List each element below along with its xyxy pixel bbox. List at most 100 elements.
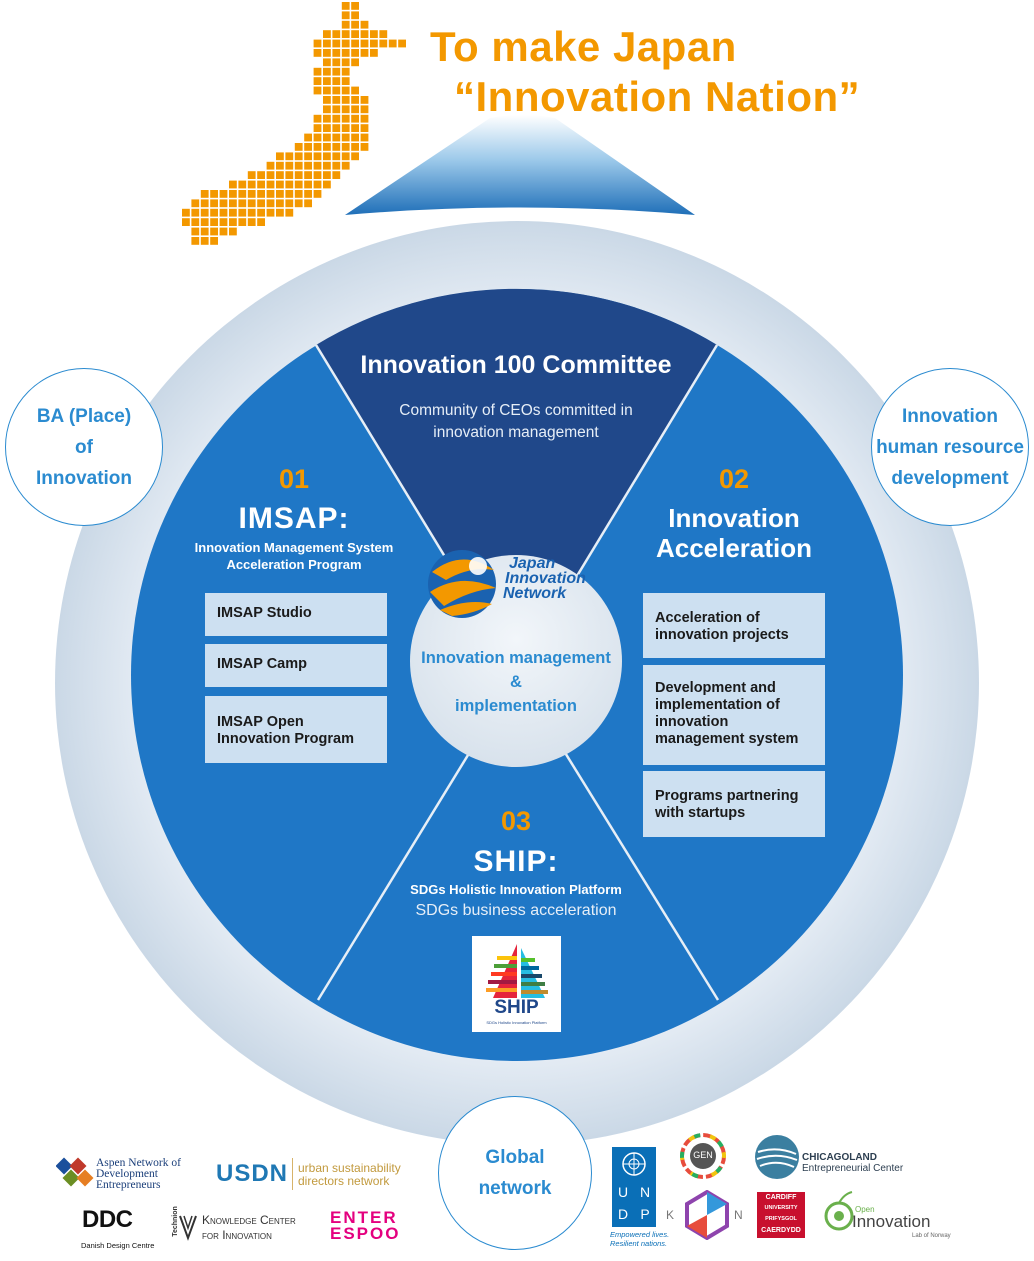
map-pixel (304, 152, 312, 161)
map-pixel (332, 161, 341, 170)
map-pixel (341, 58, 350, 67)
imsap-header: 01 IMSAP: Innovation Management System A… (160, 464, 428, 573)
map-pixel (360, 49, 369, 57)
map-pixel (341, 105, 350, 114)
ship-sail-icon (486, 944, 548, 998)
map-pixel (351, 2, 359, 10)
beam-triangle (345, 115, 695, 215)
map-pixel (191, 237, 200, 245)
accel-projects-l2: innovation projects (655, 627, 789, 643)
open-innovation-icon (824, 1191, 854, 1231)
cardiff-l2: UNIVERSITY (764, 1205, 798, 1211)
map-pixel (276, 171, 284, 179)
map-pixel (219, 227, 228, 236)
undp-logo: U N D P (612, 1147, 656, 1227)
un-emblem-icon (622, 1152, 646, 1176)
open-innovation-small: Open (855, 1205, 875, 1214)
map-pixel (257, 180, 265, 189)
map-pixel (332, 105, 341, 114)
ba-line3: Innovation (35, 467, 133, 489)
kci-l1: Knowledge Center (202, 1213, 296, 1227)
map-pixel (360, 20, 369, 29)
map-pixel (341, 86, 350, 95)
accel-system-l4: management system (655, 731, 799, 747)
imsap-sub1: Innovation Management System (194, 540, 394, 555)
map-pixel (370, 30, 378, 38)
imsap-item-open: IMSAP Open Innovation Program (205, 696, 387, 763)
map-pixel (210, 227, 218, 236)
map-pixel (238, 190, 247, 198)
map-pixel (191, 227, 200, 236)
map-pixel (276, 152, 284, 161)
map-pixel (332, 77, 341, 85)
map-pixel (247, 218, 256, 226)
map-pixel (313, 190, 322, 198)
ship-title: SHIP: (473, 845, 559, 878)
map-pixel (332, 152, 341, 161)
map-pixel (341, 39, 350, 48)
map-pixel (332, 39, 341, 48)
map-pixel (313, 49, 322, 57)
committee-sub2: innovation management (433, 424, 599, 441)
ship-sub1: SDGs Holistic Innovation Platform (410, 882, 622, 897)
jin-logo-l2: Innovation (505, 570, 586, 587)
gen-text: GEN (693, 1150, 713, 1160)
ship-number: 03 (500, 806, 532, 836)
map-pixel (210, 199, 218, 208)
map-pixel (323, 161, 331, 170)
map-pixel (323, 86, 331, 95)
map-pixel (341, 77, 350, 85)
map-pixel (285, 161, 294, 170)
map-pixel (219, 190, 228, 198)
map-pixel (285, 208, 294, 217)
map-pixel (341, 2, 350, 10)
acceleration-number: 02 (718, 464, 750, 494)
map-pixel (351, 20, 359, 29)
map-pixel (341, 67, 350, 76)
map-pixel (351, 114, 359, 123)
ship-logo-text: SHIP (494, 997, 539, 1018)
map-pixel (294, 171, 303, 179)
map-pixel (351, 86, 359, 95)
chicagoland-logo: CHICAGOLAND Entrepreneurial Center (802, 1152, 903, 1174)
map-pixel (360, 133, 369, 142)
kin-k: K (666, 1208, 675, 1222)
enter-espoo-logo: ENTER ESPOO (330, 1209, 400, 1242)
map-pixel (332, 143, 341, 151)
map-pixel (210, 218, 218, 226)
aspen-l1: Aspen Network of (96, 1157, 181, 1169)
map-pixel (332, 171, 341, 179)
map-pixel (351, 30, 359, 38)
global-line2: network (478, 1178, 552, 1199)
ship-header: 03 SHIP: SDGs Holistic Innovation Platfo… (356, 806, 676, 923)
map-pixel (266, 190, 275, 198)
map-pixel (247, 208, 256, 217)
map-pixel (332, 86, 341, 95)
headline: To make Japan “Innovation Nation” (430, 22, 870, 122)
map-pixel (257, 218, 265, 226)
jin-logo-l1: Japan (509, 555, 556, 572)
map-pixel (247, 190, 256, 198)
map-pixel (332, 124, 341, 132)
usdn-logo: USDN (216, 1160, 289, 1187)
map-pixel (313, 114, 322, 123)
map-pixel (379, 39, 388, 48)
map-pixel (219, 218, 228, 226)
aspen-icon (56, 1157, 94, 1187)
map-pixel (304, 133, 312, 142)
hr-line2: human resource (876, 436, 1024, 458)
map-pixel (360, 96, 369, 104)
kin-logo (685, 1190, 729, 1240)
map-pixel (200, 190, 209, 198)
map-pixel (200, 208, 209, 217)
imsap-camp-label: IMSAP Camp (217, 656, 307, 672)
map-pixel (323, 77, 331, 85)
accel-startups-l2: with startups (655, 805, 746, 821)
map-pixel (323, 49, 331, 57)
kci-l2: for Innovation (202, 1228, 272, 1242)
map-pixel (210, 237, 218, 245)
map-pixel (388, 39, 397, 48)
ship-logo-sub: SDGs Holistic Innovation Platform (486, 1020, 547, 1025)
map-pixel (219, 208, 228, 217)
